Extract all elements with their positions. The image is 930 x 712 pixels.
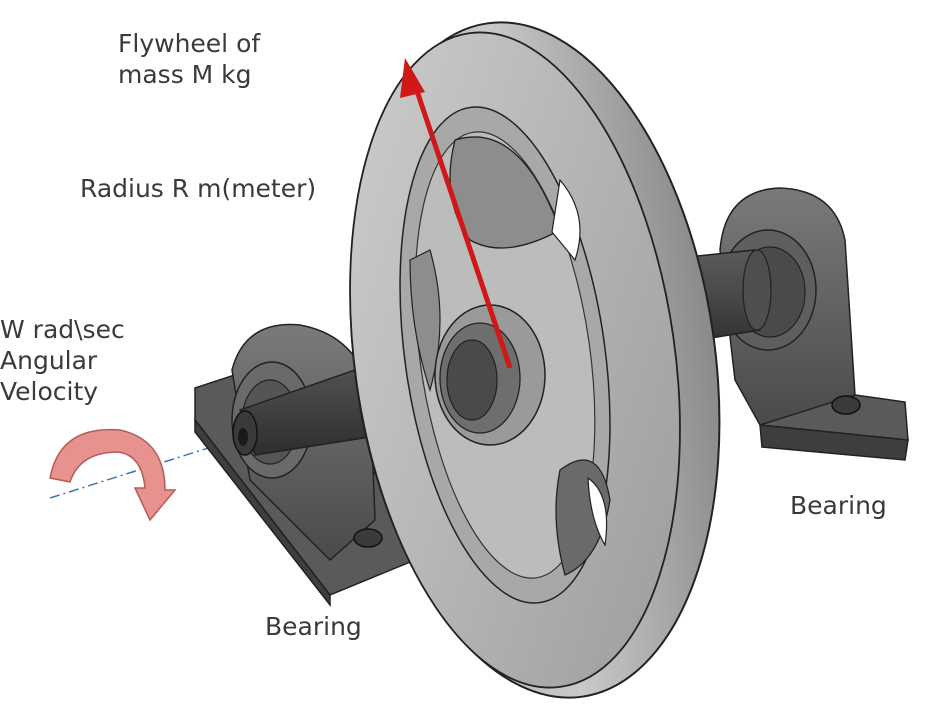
flywheel [349, 21, 721, 699]
radius-arrow [400, 58, 513, 369]
rotation-arrow [49, 428, 177, 522]
angular-velocity-label-line-3: Velocity [0, 377, 99, 406]
angular-velocity-label-line-1: W rad\sec [0, 315, 125, 344]
flywheel-label-line-1: Flywheel of [118, 29, 261, 58]
angular-velocity-label: W rad\sec Angular Velocity [0, 314, 125, 407]
flywheel-label: Flywheel of mass M kg [118, 28, 260, 90]
angular-velocity-label-line-2: Angular [0, 346, 98, 375]
flywheel-label-line-2: mass M kg [118, 60, 252, 89]
bearing-right-label: Bearing [790, 491, 887, 520]
bearing-left-label: Bearing [265, 612, 362, 641]
radius-label: Radius R m(meter) [80, 174, 317, 203]
